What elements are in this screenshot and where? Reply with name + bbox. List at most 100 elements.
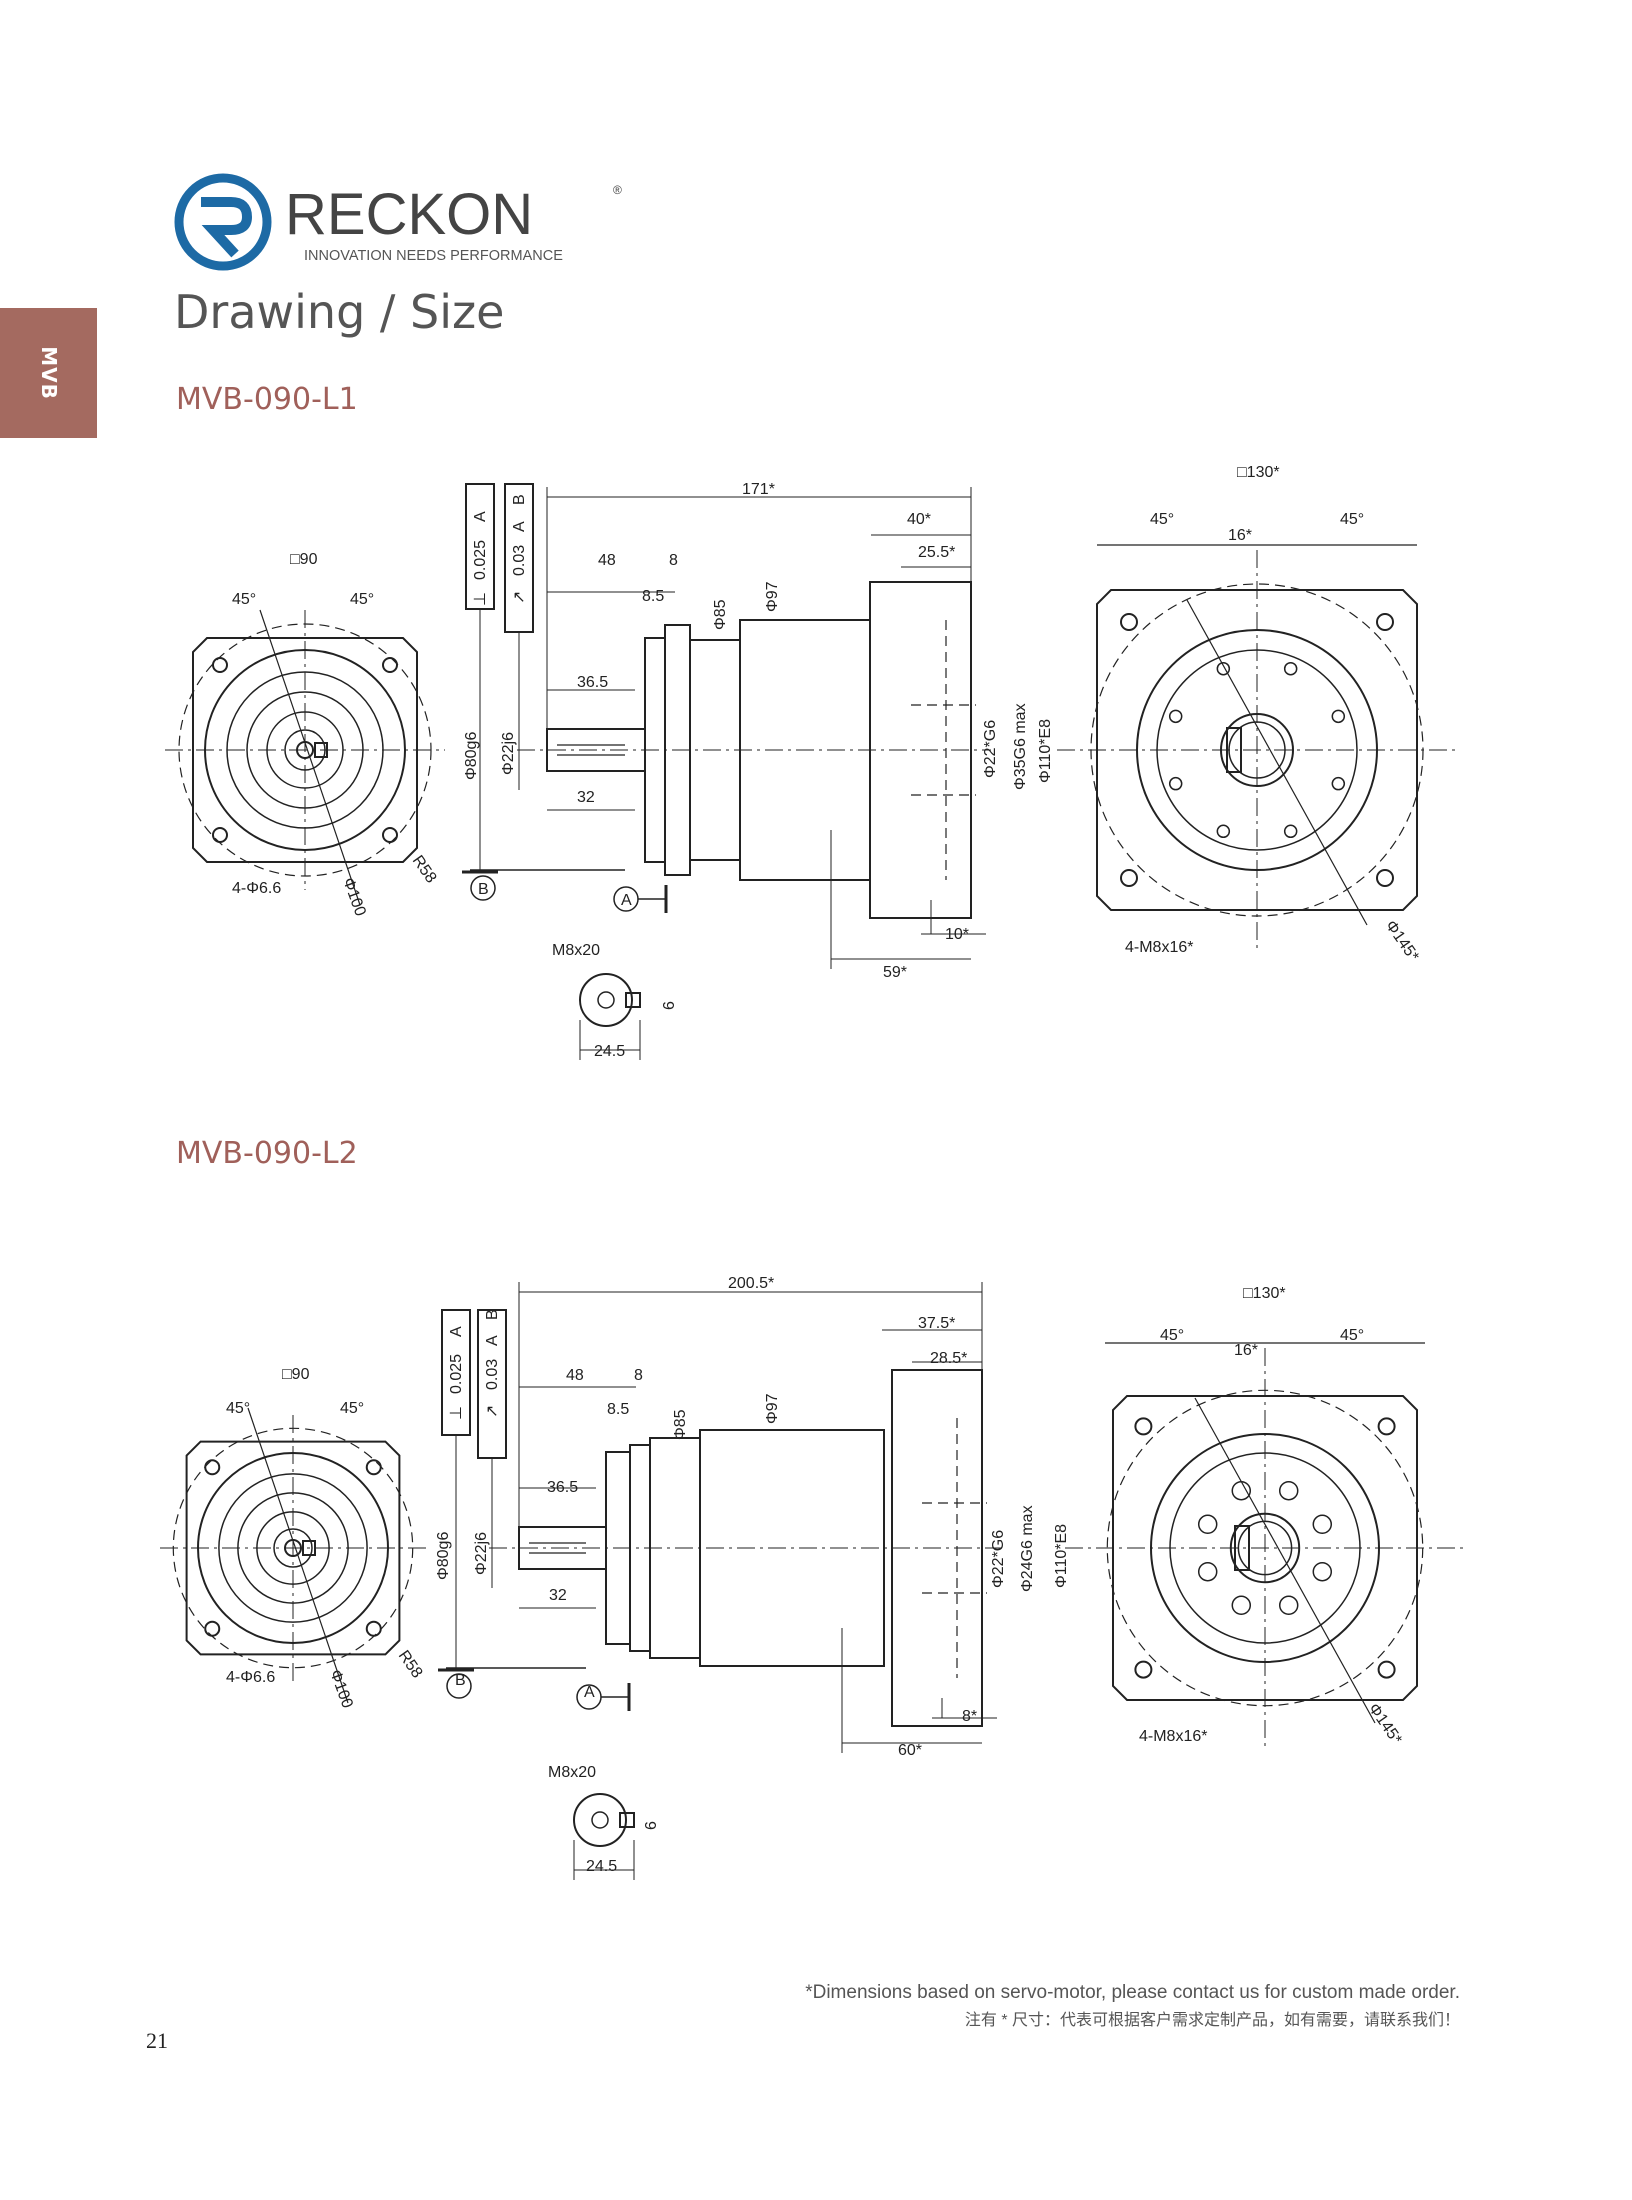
dim-label: Φ22*G6 [990, 1530, 1007, 1588]
dim-label: Φ80g6 [435, 1532, 452, 1580]
flange-square [1096, 589, 1418, 911]
page-number: 21 [146, 2028, 168, 2053]
dim-label: Φ22j6 [500, 732, 517, 775]
dim-label: 45° [1340, 1327, 1364, 1344]
footnote-chinese: 注有 * 尺寸：代表可根据客户需求定制产品，如有需要，请联系我们！ [964, 2012, 1460, 2029]
bolt-hole [1168, 776, 1183, 791]
bolt-hole [1283, 661, 1298, 676]
mount-hole [1134, 1417, 1153, 1436]
dim-label: 45° [226, 1400, 250, 1417]
logo-tagline: INNOVATION NEEDS PERFORMANCE [304, 248, 563, 264]
mount-hole [1377, 1417, 1396, 1436]
tolerance-value: 0.03 [484, 1359, 501, 1390]
datum-b-circle [470, 875, 496, 901]
dim-label: Φ24G6 max [1019, 1505, 1036, 1592]
drawing-rect [619, 1812, 635, 1828]
flange-square [192, 637, 418, 863]
dim-label: 16* [1228, 527, 1252, 544]
bolt-hole [1216, 661, 1231, 676]
dim-label: Φ85 [712, 599, 729, 630]
dim-label: Φ97 [764, 581, 781, 612]
flange-square [185, 1440, 401, 1656]
dim-label: Φ85 [672, 1409, 689, 1440]
model-title-l1: MVB-090-L1 [176, 382, 358, 417]
drawing-l1-labels: □90 45° 45° 4-Φ6.6 Φ100 R58 Φ80g6 Φ22j6 … [232, 464, 1422, 1060]
flange-square [1112, 1395, 1418, 1701]
dim-label: Φ97 [764, 1393, 781, 1424]
dim-label: 4-M8x16* [1139, 1728, 1207, 1745]
dim-label: 32 [577, 789, 595, 806]
tolerance-datum: A [511, 521, 528, 532]
tolerance-datum: A [448, 1326, 465, 1337]
dim-label: 45° [340, 1400, 364, 1417]
drawing-line [1186, 599, 1368, 926]
bolt-hole [1231, 1595, 1252, 1616]
dim-label: 60* [898, 1742, 922, 1759]
dim-label: 6 [643, 1821, 660, 1830]
dim-label: 171* [742, 481, 775, 498]
footnote-english: *Dimensions based on servo-motor, please… [805, 1982, 1460, 2003]
tolerance-symbol: ↗ [511, 591, 528, 604]
tolerance-value: 0.03 [511, 545, 528, 576]
dim-label: 6 [661, 1001, 678, 1010]
dim-label: 48 [566, 1367, 584, 1384]
dim-label: Φ110*E8 [1053, 1524, 1070, 1588]
dim-label: 45° [232, 591, 256, 608]
mount-hole [1134, 1660, 1153, 1679]
bolt-hole [1331, 776, 1346, 791]
dim-label: Φ80g6 [463, 732, 480, 780]
tolerance-datum: B [484, 1309, 501, 1320]
dim-label: 8* [962, 1708, 977, 1725]
mount-hole [365, 1459, 382, 1476]
mount-hole [204, 1620, 221, 1637]
datum-b-label: B [455, 1672, 466, 1689]
bolt-hole [1197, 1514, 1218, 1535]
dim-label: Φ22j6 [473, 1532, 490, 1575]
dim-label: 4-M8x16* [1125, 939, 1193, 956]
dim-label: 45° [1340, 511, 1364, 528]
dim-label: 8.5 [642, 588, 664, 605]
tolerance-symbol: ↗ [484, 1405, 501, 1418]
dim-label: 24.5 [586, 1858, 617, 1875]
dim-label: R58 [395, 1648, 426, 1682]
section-tab: MVB [0, 308, 97, 438]
dim-label: 8 [634, 1367, 643, 1384]
dim-label: 36.5 [547, 1479, 578, 1496]
dim-label: Φ145* [1365, 1701, 1405, 1748]
dim-label: R58 [409, 853, 440, 887]
dim-label: □90 [290, 551, 318, 568]
bolt-hole [1278, 1480, 1299, 1501]
dim-label: 4-Φ6.6 [232, 880, 281, 897]
dim-label: M8x20 [548, 1764, 596, 1781]
tolerance-symbol: ⊥ [448, 1406, 465, 1420]
drawing-line [259, 609, 361, 906]
datum-b-label: B [478, 881, 489, 898]
dim-label: □90 [282, 1366, 310, 1383]
dim-label: 28.5* [930, 1350, 967, 1367]
mount-hole [1376, 613, 1394, 631]
tolerance-symbol: ⊥ [472, 592, 489, 606]
model-title-l2: MVB-090-L2 [176, 1136, 358, 1171]
dim-label: 4-Φ6.6 [226, 1669, 275, 1686]
dim-label: 48 [598, 552, 616, 569]
mount-hole [1377, 1660, 1396, 1679]
bolt-hole [1168, 709, 1183, 724]
drawing-circle [273, 1528, 313, 1568]
bolt-hole [1231, 1480, 1252, 1501]
mount-hole [382, 657, 398, 673]
dim-label: 40* [907, 511, 931, 528]
dim-label: Φ100 [339, 876, 369, 919]
dim-label: 10* [945, 926, 969, 943]
page-title: Drawing / Size [174, 285, 505, 339]
mount-hole [382, 827, 398, 843]
bolt-hole [1197, 1561, 1218, 1582]
dim-label: 32 [549, 1587, 567, 1604]
bolt-hole [1331, 709, 1346, 724]
bolt-hole [1283, 824, 1298, 839]
drawing-rect [625, 992, 641, 1008]
mount-hole [365, 1620, 382, 1637]
dim-label: □130* [1237, 464, 1280, 481]
dim-label: Φ100 [326, 1668, 356, 1711]
bolt-hole [1312, 1514, 1333, 1535]
